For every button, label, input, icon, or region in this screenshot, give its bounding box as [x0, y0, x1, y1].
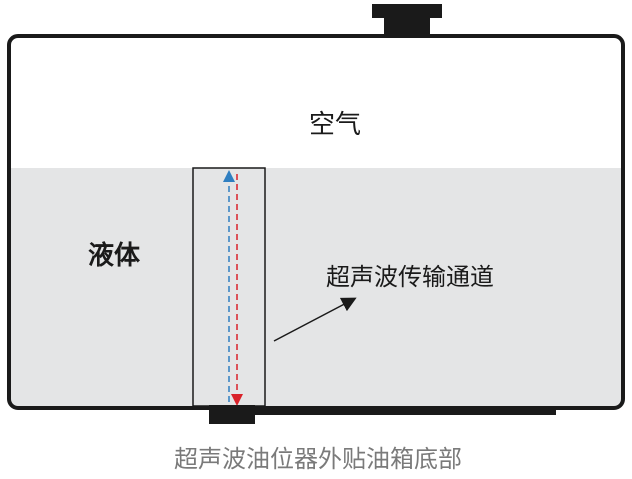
ultrasonic-sensor	[209, 405, 255, 424]
liquid-region	[9, 168, 623, 408]
tank-cap-neck	[384, 17, 430, 37]
channel-label: 超声波传输通道	[326, 263, 494, 291]
tank-body	[7, 34, 625, 410]
sensor-cable	[254, 410, 556, 415]
tank-cap	[372, 4, 442, 18]
channel-pointer-arrow	[273, 297, 357, 342]
liquid-label: 液体	[88, 241, 141, 271]
diagram-caption: 超声波油位器外贴油箱底部	[174, 445, 462, 473]
air-label: 空气	[309, 110, 361, 140]
